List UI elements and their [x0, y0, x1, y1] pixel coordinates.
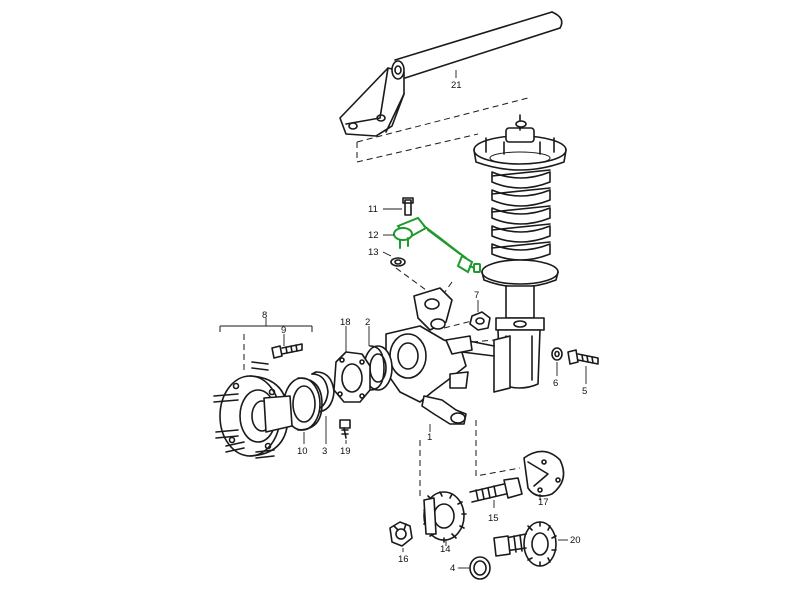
wheel-bolt[interactable] [271, 343, 303, 359]
strut-top-mount[interactable] [473, 114, 567, 171]
drive-flange-14[interactable] [423, 491, 467, 543]
abs-sensor-bushing[interactable] [390, 257, 406, 267]
label-21: 21 [451, 80, 462, 91]
label-10: 10 [297, 446, 308, 457]
label-7: 7 [474, 290, 479, 301]
strut-bolt-5[interactable] [567, 349, 599, 365]
label-16: 16 [398, 554, 409, 565]
lock-nut-7[interactable] [469, 311, 491, 331]
sensor-cover[interactable] [523, 450, 565, 497]
abs-speed-sensor[interactable] [393, 216, 481, 274]
bearing-race[interactable] [283, 377, 323, 431]
stabilizer-bar[interactable] [339, 11, 563, 137]
label-11: 11 [368, 204, 378, 215]
label-2: 2 [365, 317, 370, 328]
label-1: 1 [427, 432, 432, 443]
label-9: 9 [281, 325, 286, 336]
wheel-hub[interactable] [219, 375, 293, 457]
shield-bolt[interactable] [339, 419, 351, 439]
label-8: 8 [262, 310, 267, 321]
wheel-studs[interactable] [213, 361, 275, 459]
label-17: 17 [538, 497, 549, 508]
label-3: 3 [322, 446, 327, 457]
label-12: 12 [368, 230, 379, 241]
label-6: 6 [553, 378, 558, 389]
label-15: 15 [488, 513, 499, 524]
dust-shield[interactable] [333, 351, 371, 403]
label-13: 13 [368, 247, 379, 258]
axle-bolt[interactable] [469, 477, 523, 503]
strut-tube[interactable] [461, 285, 545, 393]
coil-spring[interactable] [481, 169, 559, 288]
label-14: 14 [440, 544, 451, 555]
stub-axle-20[interactable] [493, 521, 557, 567]
label-19: 19 [340, 446, 351, 457]
axle-nut-16[interactable] [389, 521, 413, 547]
seal-ring-4[interactable] [469, 556, 491, 580]
label-4: 4 [450, 563, 455, 574]
steering-knuckle[interactable] [385, 287, 473, 425]
label-20: 20 [570, 535, 581, 546]
label-18: 18 [340, 317, 351, 328]
washer-6[interactable] [551, 347, 563, 361]
abs-sensor-bolt[interactable] [402, 197, 414, 216]
label-5: 5 [582, 386, 587, 397]
